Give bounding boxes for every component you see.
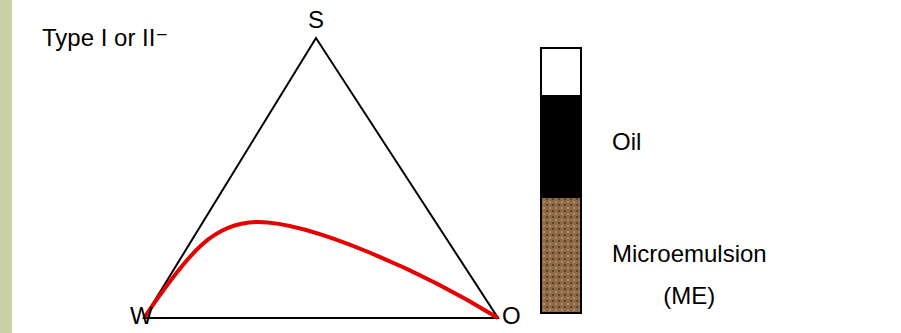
- vertex-label: W: [130, 302, 153, 330]
- phase-label: Oil: [612, 128, 641, 156]
- vertex-label: O: [502, 302, 521, 330]
- phase-type-title: Type I or II⁻: [42, 24, 168, 52]
- phase-label: Microemulsion: [612, 240, 767, 268]
- side-band: [0, 0, 12, 333]
- vertex-label: S: [308, 6, 324, 34]
- ternary-triangle: [144, 38, 498, 318]
- excess-phase: [541, 48, 581, 95]
- binodal-curve: [144, 222, 498, 318]
- phase-label: (ME): [663, 282, 715, 310]
- test-tube: [541, 48, 581, 313]
- microemulsion-phase: [541, 198, 581, 313]
- oil-phase: [541, 95, 581, 198]
